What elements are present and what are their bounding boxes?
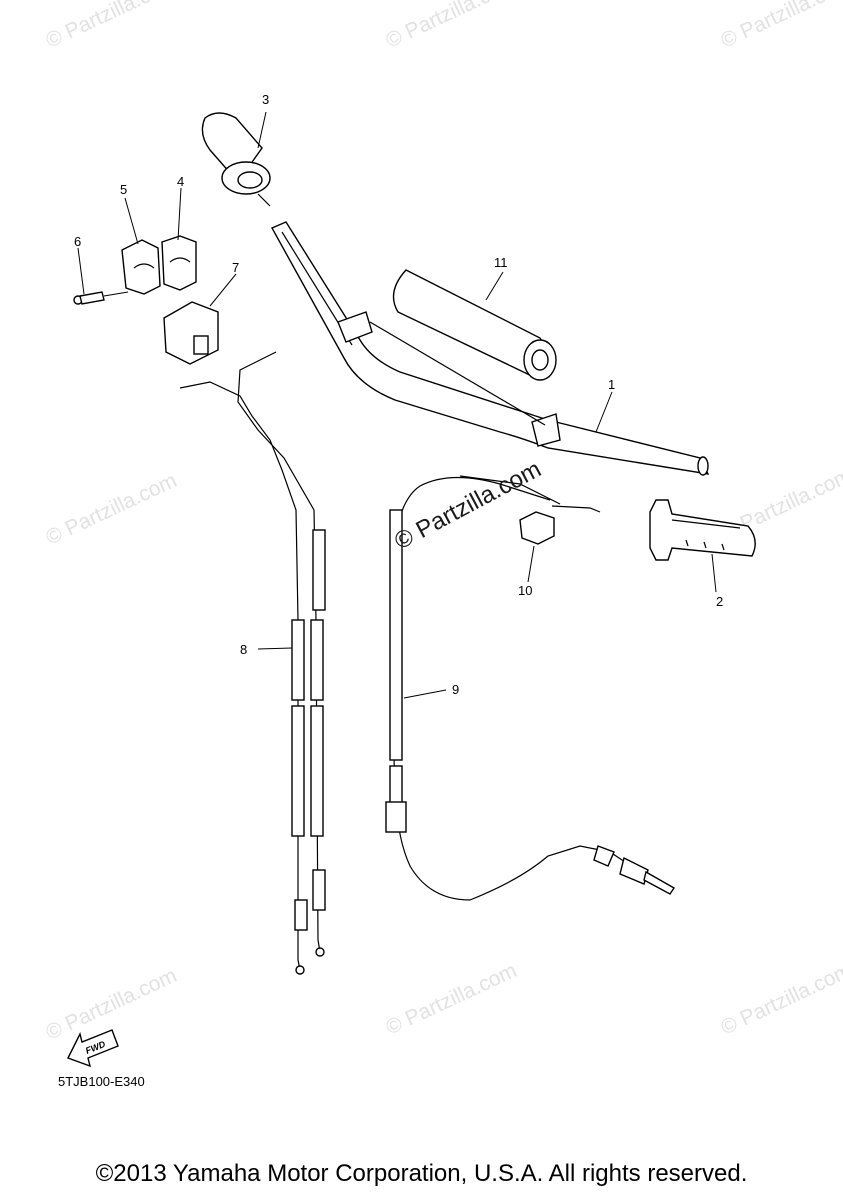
watermark-text: © Partzilla.com	[717, 959, 843, 1040]
callout-10: 10	[518, 583, 532, 598]
copyright-notice: ©2013 Yamaha Motor Corporation, U.S.A. A…	[95, 1160, 748, 1187]
callout-6: 6	[74, 234, 81, 249]
callout-2: 2	[716, 594, 723, 609]
leader-lines	[77, 111, 717, 699]
fwd-arrow-icon: FWD	[67, 1029, 119, 1068]
watermark-text: © Partzilla.com	[42, 469, 180, 550]
callout-4: 4	[177, 174, 184, 189]
callouts: 1 2 3 4 5 6 7 8 9 10 11	[74, 92, 723, 697]
handlebar	[271, 221, 710, 476]
handlebar-pad	[392, 269, 557, 381]
callout-3: 3	[262, 92, 269, 107]
throttle-cable	[179, 351, 326, 975]
diagram-code: 5TJB100-E340	[58, 1074, 145, 1089]
clutch-cable	[385, 475, 675, 901]
callout-8: 8	[240, 642, 247, 657]
throttle-grip	[201, 112, 271, 207]
damper-block	[163, 301, 219, 365]
watermark-text: © Partzilla.com	[717, 0, 843, 53]
callout-9: 9	[452, 682, 459, 697]
cable-adjuster	[519, 505, 601, 545]
watermark-text: © Partzilla.com	[42, 0, 180, 53]
callout-7: 7	[232, 260, 239, 275]
watermark-text: © Partzilla.com	[382, 0, 520, 53]
handlebar-holder-lower	[121, 239, 161, 295]
callout-1: 1	[608, 377, 615, 392]
bolt	[73, 291, 129, 305]
grip-left	[649, 499, 756, 561]
callout-11: 11	[494, 255, 508, 270]
callout-5: 5	[120, 182, 127, 197]
watermark-text: © Partzilla.com	[382, 959, 520, 1040]
handlebar-holder-upper	[161, 235, 197, 291]
watermark-center: © Partzilla.com	[390, 456, 545, 556]
